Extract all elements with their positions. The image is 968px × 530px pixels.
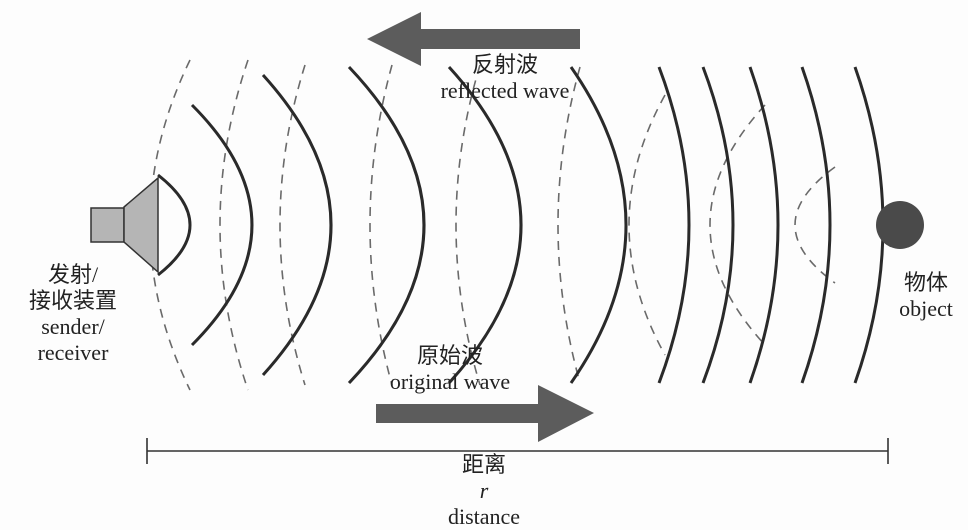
original-wave-label: 原始波 original wave bbox=[350, 343, 550, 395]
original-wave-label-en: original wave bbox=[389, 369, 511, 394]
distance-label-cn: 距离 bbox=[461, 452, 506, 477]
sender-label-cn-line1: 发射/ bbox=[47, 262, 99, 287]
sender-label-en-line2: receiver bbox=[37, 340, 109, 365]
reflected-wave-front bbox=[149, 59, 191, 391]
original-wave-front bbox=[347, 65, 426, 385]
original-wave-front bbox=[157, 173, 192, 277]
reflected-wave-front bbox=[557, 66, 581, 384]
original-wave-front bbox=[190, 103, 254, 347]
ball-icon bbox=[876, 201, 924, 249]
reflected-wave-front bbox=[455, 64, 481, 386]
reflected-wave-front bbox=[794, 166, 836, 284]
reflected-wave-arrow bbox=[367, 12, 580, 66]
distance-label-cn-line: 距离 r bbox=[384, 452, 584, 504]
original-wave-label-cn: 原始波 bbox=[416, 343, 483, 368]
reflected-wave-fronts bbox=[149, 59, 836, 391]
original-wave-front bbox=[447, 65, 523, 385]
original-wave-front bbox=[261, 73, 333, 377]
original-wave-front bbox=[748, 66, 780, 384]
reflected-wave-front bbox=[709, 104, 766, 346]
sender-label-cn-line2: 接收装置 bbox=[28, 288, 117, 313]
distance-bar bbox=[146, 438, 889, 464]
reflected-wave-front bbox=[219, 59, 249, 391]
original-wave-front bbox=[800, 66, 832, 384]
distance-variable: r bbox=[479, 478, 489, 503]
object-label-cn: 物体 bbox=[903, 270, 948, 295]
distance-label-en-line: distance r bbox=[384, 504, 584, 530]
reflected-wave-front bbox=[279, 64, 306, 386]
reflected-wave-label: 反射波 reflected wave bbox=[405, 52, 605, 104]
distance-label: 距离 r distance r bbox=[384, 452, 584, 530]
sender-receiver-label: 发射/ 接收装置 sender/ receiver bbox=[8, 262, 138, 366]
reflected-wave-front bbox=[628, 94, 666, 356]
original-wave-front bbox=[569, 66, 628, 384]
distance-label-en: distance bbox=[447, 504, 521, 529]
original-wave-front bbox=[657, 66, 691, 384]
original-wave-fronts bbox=[157, 65, 885, 385]
original-wave-front bbox=[701, 66, 735, 384]
speaker-icon bbox=[90, 176, 159, 274]
object-label-en: object bbox=[899, 296, 953, 321]
reflected-wave-label-cn: 反射波 bbox=[471, 52, 538, 77]
original-wave-arrow bbox=[376, 385, 594, 442]
sender-label-en-line1: sender/ bbox=[41, 314, 105, 339]
object-label: 物体 object bbox=[884, 270, 968, 322]
reflected-wave-label-en: reflected wave bbox=[440, 78, 570, 103]
reflected-wave-front bbox=[369, 64, 393, 386]
